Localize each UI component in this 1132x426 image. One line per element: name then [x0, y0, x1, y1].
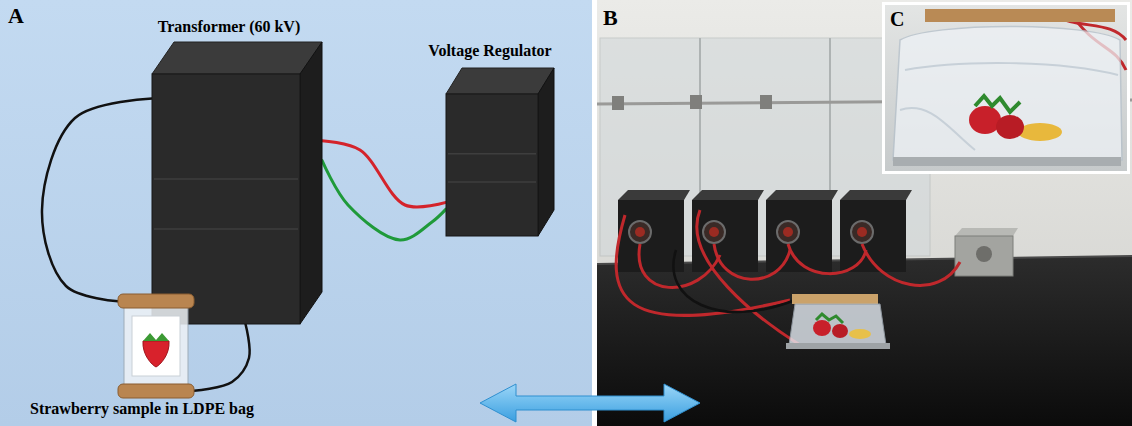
- ldpe-bag: [789, 304, 886, 345]
- node-heading: Transformer (60 kV): [158, 18, 301, 36]
- metal-plate: [893, 157, 1121, 166]
- regulator-top: [955, 228, 1018, 236]
- node-text-group: Transformer (60 kV): [158, 18, 301, 36]
- inset-photo-ground: [885, 5, 1127, 171]
- sample-holder: Strawberry sample in LDPE bag: [118, 294, 194, 398]
- box-front-face: [446, 94, 538, 236]
- device-knob-center: [783, 227, 793, 237]
- panel-letter: B: [603, 6, 618, 30]
- node-text-group: Strawberry sample in LDPE bag: [30, 400, 254, 418]
- ldpe-bag: [124, 306, 188, 386]
- voltage-regulator-box: Voltage Regulator: [446, 68, 554, 236]
- double-arrow: [480, 384, 700, 422]
- device-knob-center: [857, 227, 867, 237]
- box-top-face: [446, 68, 554, 94]
- fruit: [849, 329, 871, 339]
- fruit: [1018, 123, 1062, 141]
- panel-gap: [592, 0, 597, 426]
- ldpe-bag: [893, 27, 1122, 161]
- inset-frame: [882, 2, 1130, 174]
- bag-fold: [900, 108, 975, 150]
- regulator-unit: [955, 236, 1013, 276]
- device-top: [840, 190, 912, 200]
- box-side-face: [300, 42, 322, 324]
- strawberry: [143, 341, 169, 367]
- photo-wire: [788, 244, 866, 274]
- device-knob: [777, 221, 799, 243]
- green-wire: [322, 160, 446, 240]
- panel-letter: A: [8, 4, 24, 28]
- device-knob-center: [635, 227, 645, 237]
- photo-wire: [862, 244, 960, 285]
- device-top: [692, 190, 764, 200]
- device-knob: [703, 221, 725, 243]
- photo-wire: [639, 244, 720, 287]
- sample-picture: [132, 316, 180, 376]
- strawberry: [996, 115, 1024, 139]
- lab-wall: [597, 0, 1132, 426]
- photo-wire: [673, 250, 795, 312]
- electrode-plate: [118, 384, 194, 398]
- metal-plate: [786, 343, 890, 349]
- transformer-unit: [692, 200, 758, 272]
- device-knob: [629, 221, 651, 243]
- box-seam: [448, 153, 536, 155]
- device-top: [766, 190, 838, 200]
- cardboard-electrode: [792, 294, 878, 304]
- box-side-face: [538, 68, 554, 236]
- strawberry-leaves: [816, 314, 843, 323]
- cardboard-electrode: [925, 9, 1115, 22]
- device-knob-center: [709, 227, 719, 237]
- box-front-face: [152, 74, 300, 324]
- sample-holder-outline: [118, 294, 194, 398]
- node-heading: Voltage Regulator: [428, 42, 551, 60]
- strawberry-leaves: [975, 96, 1020, 112]
- strawberry-leaves: [143, 333, 169, 341]
- photo-wire: [697, 210, 800, 345]
- box-seam: [448, 181, 536, 183]
- electrode-plate: [118, 294, 194, 308]
- transformer-box-outline: [152, 42, 322, 324]
- photo-wire: [616, 215, 790, 316]
- strawberry: [969, 106, 1001, 134]
- device-knob: [851, 221, 873, 243]
- bag-fold: [905, 63, 1118, 75]
- photo-wire: [714, 244, 790, 279]
- box-top-face: [152, 42, 322, 74]
- box-seam: [154, 178, 298, 180]
- box-seam: [154, 228, 298, 230]
- strawberry: [832, 324, 848, 338]
- voltage-regulator-box-outline: [446, 68, 554, 236]
- node-heading: Strawberry sample in LDPE bag: [30, 400, 254, 418]
- panel-a-ground: [0, 0, 592, 426]
- black-wire: [42, 98, 152, 301]
- device-top: [618, 190, 690, 200]
- node-text-group: Voltage Regulator: [428, 42, 551, 60]
- regulator-knob: [976, 246, 992, 262]
- transformer-box: Transformer (60 kV): [152, 42, 322, 324]
- panel-letter: C: [890, 8, 904, 30]
- strawberry: [813, 320, 831, 336]
- wall-clip: [760, 95, 772, 109]
- wall-clip: [690, 95, 702, 109]
- wall-clip: [612, 96, 624, 110]
- black-wire: [194, 324, 250, 391]
